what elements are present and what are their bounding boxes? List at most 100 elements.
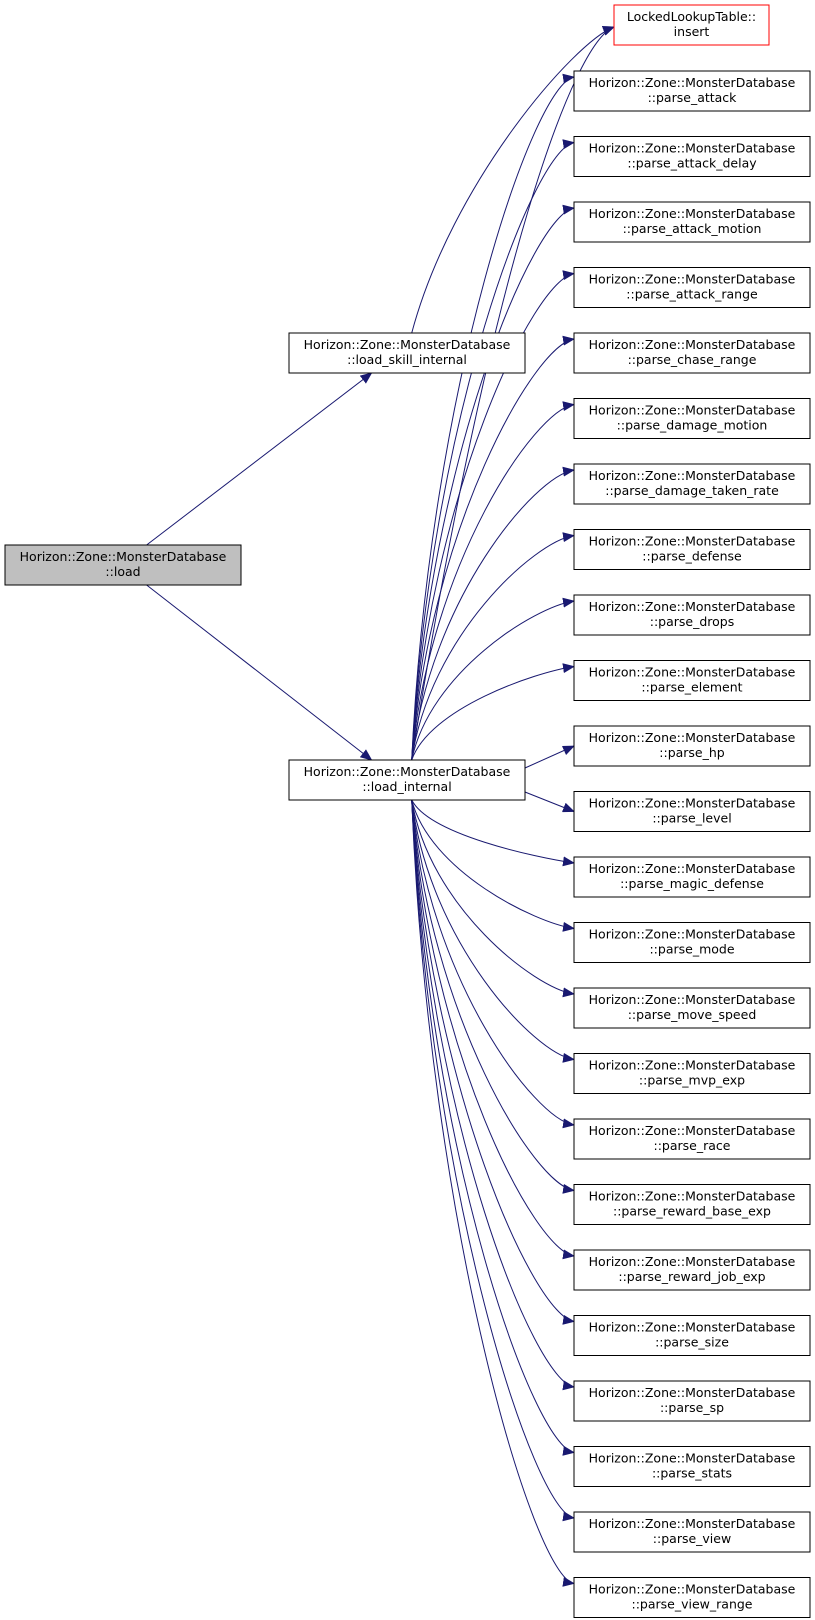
node-label-line: Horizon::Zone::MonsterDatabase	[589, 861, 796, 876]
node-label-line: Horizon::Zone::MonsterDatabase	[589, 1189, 796, 1204]
node-parse_reward_job_exp[interactable]: Horizon::Zone::MonsterDatabase::parse_re…	[573, 1249, 811, 1291]
node-parse_view[interactable]: Horizon::Zone::MonsterDatabase::parse_vi…	[573, 1511, 811, 1553]
node-box	[573, 529, 811, 570]
node-parse_defense[interactable]: Horizon::Zone::MonsterDatabase::parse_de…	[573, 529, 811, 570]
node-parse_attack_range[interactable]: Horizon::Zone::MonsterDatabase::parse_at…	[573, 267, 811, 308]
edge-load_internal-to-parse_damage_taken_rate	[411, 466, 575, 761]
node-label-line: Horizon::Zone::MonsterDatabase	[589, 599, 796, 614]
node-label-line: Horizon::Zone::MonsterDatabase	[304, 337, 511, 352]
node-label-line: Horizon::Zone::MonsterDatabase	[589, 1123, 796, 1138]
node-label-line: Horizon::Zone::MonsterDatabase	[589, 730, 796, 745]
edge-load_internal-to-parse_sp	[411, 799, 575, 1391]
node-label-line: Horizon::Zone::MonsterDatabase	[589, 75, 796, 90]
node-parse_damage_taken_rate[interactable]: Horizon::Zone::MonsterDatabase::parse_da…	[573, 463, 811, 505]
node-box	[573, 1577, 811, 1618]
node-label-line: Horizon::Zone::MonsterDatabase	[589, 337, 796, 352]
edge-load_internal-to-parse_drops	[411, 597, 575, 761]
node-parse_attack_motion[interactable]: Horizon::Zone::MonsterDatabase::parse_at…	[573, 201, 811, 243]
node-box	[573, 1053, 811, 1094]
edge-load-to-load_skill_internal	[146, 372, 373, 546]
node-parse_magic_defense[interactable]: Horizon::Zone::MonsterDatabase::parse_ma…	[573, 856, 811, 898]
node-label-line: ::parse_move_speed	[628, 1007, 757, 1022]
node-parse_reward_base_exp[interactable]: Horizon::Zone::MonsterDatabase::parse_re…	[573, 1184, 811, 1225]
node-label-line: Horizon::Zone::MonsterDatabase	[589, 403, 796, 418]
edge-load_internal-to-parse_attack_delay	[411, 139, 575, 761]
node-load_skill_internal[interactable]: Horizon::Zone::MonsterDatabase::load_ski…	[288, 332, 526, 374]
edge-load_internal-to-insert	[411, 26, 615, 761]
node-label-line: ::parse_race	[654, 1138, 731, 1153]
edge-load_internal-to-parse_move_speed	[411, 799, 575, 998]
node-insert[interactable]: LockedLookupTable::insert	[613, 4, 770, 46]
node-label-line: Horizon::Zone::MonsterDatabase	[589, 1385, 796, 1400]
node-parse_chase_range[interactable]: Horizon::Zone::MonsterDatabase::parse_ch…	[573, 332, 811, 374]
node-parse_drops[interactable]: Horizon::Zone::MonsterDatabase::parse_dr…	[573, 594, 811, 636]
node-load[interactable]: Horizon::Zone::MonsterDatabase::load	[4, 544, 242, 586]
node-label-line: ::parse_size	[655, 1335, 729, 1350]
node-parse_mode[interactable]: Horizon::Zone::MonsterDatabase::parse_mo…	[573, 922, 811, 963]
node-parse_view_range[interactable]: Horizon::Zone::MonsterDatabase::parse_vi…	[573, 1577, 811, 1618]
edge-load_internal-to-parse_level	[524, 791, 575, 813]
node-label-line: ::parse_attack_motion	[623, 221, 762, 236]
edge-load_internal-to-parse_damage_motion	[411, 401, 575, 761]
edge-load_internal-to-parse_mode	[411, 799, 575, 932]
node-parse_size[interactable]: Horizon::Zone::MonsterDatabase::parse_si…	[573, 1315, 811, 1356]
nodes: Horizon::Zone::MonsterDatabase::loadHori…	[4, 4, 811, 1618]
edge-load_internal-to-parse_hp	[524, 745, 575, 769]
node-parse_sp[interactable]: Horizon::Zone::MonsterDatabase::parse_sp	[573, 1380, 811, 1422]
node-box	[573, 1446, 811, 1487]
node-label-line: Horizon::Zone::MonsterDatabase	[589, 141, 796, 156]
node-label-line: ::parse_chase_range	[628, 352, 757, 367]
node-box	[573, 1249, 811, 1291]
node-box	[288, 759, 526, 801]
node-label-line: ::parse_attack	[648, 90, 738, 105]
node-label-line: ::parse_attack_delay	[627, 156, 757, 171]
edge-load_internal-to-parse_view	[411, 799, 575, 1522]
node-box	[573, 267, 811, 308]
node-parse_race[interactable]: Horizon::Zone::MonsterDatabase::parse_ra…	[573, 1118, 811, 1160]
node-parse_level[interactable]: Horizon::Zone::MonsterDatabase::parse_le…	[573, 791, 811, 832]
node-parse_attack_delay[interactable]: Horizon::Zone::MonsterDatabase::parse_at…	[573, 136, 811, 177]
node-parse_hp[interactable]: Horizon::Zone::MonsterDatabase::parse_hp	[573, 725, 811, 767]
node-parse_damage_motion[interactable]: Horizon::Zone::MonsterDatabase::parse_da…	[573, 398, 811, 439]
node-box	[613, 4, 770, 46]
node-label-line: ::parse_stats	[652, 1466, 732, 1481]
node-box	[573, 463, 811, 505]
node-label-line: ::parse_view	[653, 1531, 731, 1546]
node-parse_attack[interactable]: Horizon::Zone::MonsterDatabase::parse_at…	[573, 70, 811, 112]
node-label-line: LockedLookupTable::	[627, 9, 756, 24]
node-label-line: Horizon::Zone::MonsterDatabase	[589, 1058, 796, 1073]
node-box	[573, 1511, 811, 1553]
node-load_internal[interactable]: Horizon::Zone::MonsterDatabase::load_int…	[288, 759, 526, 801]
node-label-line: Horizon::Zone::MonsterDatabase	[589, 468, 796, 483]
node-label-line: Horizon::Zone::MonsterDatabase	[589, 992, 796, 1007]
node-box	[573, 660, 811, 701]
node-parse_stats[interactable]: Horizon::Zone::MonsterDatabase::parse_st…	[573, 1446, 811, 1487]
edge-load_internal-to-parse_stats	[411, 799, 575, 1456]
node-parse_element[interactable]: Horizon::Zone::MonsterDatabase::parse_el…	[573, 660, 811, 701]
node-label-line: Horizon::Zone::MonsterDatabase	[589, 534, 796, 549]
edge-load_internal-to-parse_attack	[411, 73, 575, 761]
node-box	[573, 725, 811, 767]
edge-load_internal-to-parse_reward_base_exp	[411, 799, 575, 1194]
node-box	[573, 922, 811, 963]
edge-load_skill_internal-to-insert	[411, 26, 615, 334]
node-box	[573, 136, 811, 177]
node-parse_mvp_exp[interactable]: Horizon::Zone::MonsterDatabase::parse_mv…	[573, 1053, 811, 1094]
node-label-line: Horizon::Zone::MonsterDatabase	[589, 272, 796, 287]
node-label-line: ::parse_hp	[659, 745, 725, 760]
node-label-line: ::load_skill_internal	[347, 352, 467, 367]
edge-load_internal-to-parse_view_range	[411, 799, 575, 1587]
node-label-line: Horizon::Zone::MonsterDatabase	[589, 665, 796, 680]
node-label-line: ::parse_magic_defense	[620, 876, 764, 891]
node-label-line: ::parse_level	[652, 811, 731, 826]
node-label-line: Horizon::Zone::MonsterDatabase	[589, 1516, 796, 1531]
node-label-line: Horizon::Zone::MonsterDatabase	[20, 549, 227, 564]
node-label-line: Horizon::Zone::MonsterDatabase	[589, 1254, 796, 1269]
node-box	[573, 1118, 811, 1160]
node-label-line: ::parse_damage_taken_rate	[605, 483, 779, 498]
node-parse_move_speed[interactable]: Horizon::Zone::MonsterDatabase::parse_mo…	[573, 987, 811, 1029]
edge-load_internal-to-parse_attack_range	[411, 270, 575, 761]
node-label-line: ::parse_sp	[660, 1400, 724, 1415]
node-box	[573, 791, 811, 832]
